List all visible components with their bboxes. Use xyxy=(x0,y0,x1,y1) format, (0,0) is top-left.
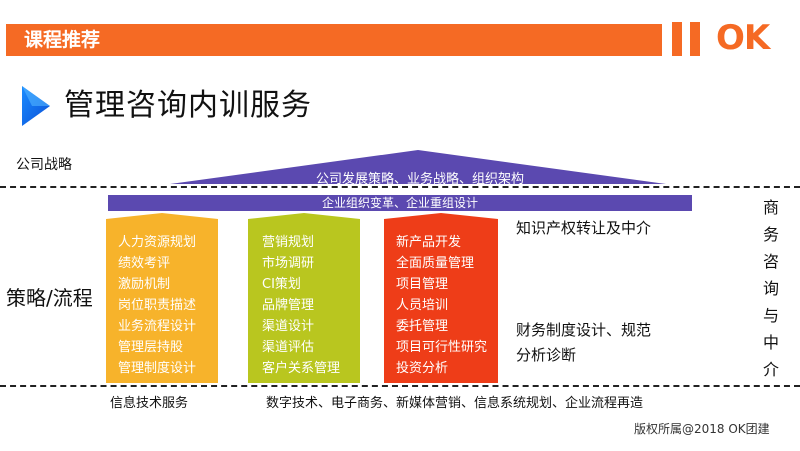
header-bar xyxy=(6,24,662,56)
vertical-char: 与 xyxy=(762,306,779,325)
strategy-label: 公司战略 xyxy=(16,157,72,173)
roof-text: 公司发展策略、业务战略、组织架构 xyxy=(315,172,524,187)
list-item: 管理层持股 xyxy=(118,340,184,355)
list-item: 委托管理 xyxy=(396,319,449,334)
pillar-product-list: 新产品开发 全面质量管理 项目管理 人员培训 委托管理 项目可行性研究 投资分析 xyxy=(396,232,487,379)
list-item: 岗位职责描述 xyxy=(118,298,197,313)
list-item: 客户关系管理 xyxy=(262,361,341,376)
list-item: 激励机制 xyxy=(118,277,171,292)
list-item: 投资分析 xyxy=(396,361,449,376)
finance-text-1: 财务制度设计、规范 xyxy=(516,321,652,339)
vertical-char: 中 xyxy=(762,333,779,352)
roof-shape xyxy=(170,150,666,184)
vertical-char: 介 xyxy=(762,360,779,379)
finance-text-2: 分析诊断 xyxy=(516,346,577,364)
list-item: 品牌管理 xyxy=(262,298,315,313)
list-item: 全面质量管理 xyxy=(396,256,475,271)
list-item: CI策划 xyxy=(262,277,301,292)
list-item: 渠道评估 xyxy=(262,340,315,355)
ip-text: 知识产权转让及中介 xyxy=(516,219,652,237)
list-item: 管理制度设计 xyxy=(118,361,197,376)
header-title: 课程推荐 xyxy=(24,29,101,51)
list-item: 新产品开发 xyxy=(396,235,462,250)
strategy-process-label: 策略/流程 xyxy=(6,286,93,310)
vertical-char: 商 xyxy=(762,198,779,217)
pillar-hr-list: 人力资源规划 绩效考评 激励机制 岗位职责描述 业务流程设计 管理层持股 管理制… xyxy=(118,232,196,379)
ok-logo: OK xyxy=(716,18,770,58)
list-item: 项目可行性研究 xyxy=(396,340,488,355)
copyright: 版权所属@2018 OK团建 xyxy=(634,422,770,436)
org-text: 企业组织变革、企业重组设计 xyxy=(321,196,478,210)
vertical-char: 咨 xyxy=(762,252,779,271)
pillar-marketing-shape xyxy=(248,213,360,383)
pillar-hr-shape xyxy=(106,213,218,383)
divider-bottom xyxy=(0,385,800,387)
list-item: 渠道设计 xyxy=(262,319,315,334)
list-item: 业务流程设计 xyxy=(118,319,197,334)
list-item: 人力资源规划 xyxy=(118,235,197,250)
org-bar xyxy=(108,195,692,211)
pillar-marketing-list: 营销规划 市场调研 CI策划 品牌管理 渠道设计 渠道评估 客户关系管理 xyxy=(262,232,340,379)
vertical-business-label: 商 务 咨 询 与 中 介 xyxy=(760,194,782,383)
footer-it-services: 信息技术服务 xyxy=(110,396,189,411)
footer-tech-list: 数字技术、电子商务、新媒体营销、信息系统规划、企业流程再造 xyxy=(266,396,644,411)
list-item: 绩效考评 xyxy=(118,256,171,271)
logo-bar-2 xyxy=(690,22,700,56)
logo-bar-1 xyxy=(672,22,682,56)
vertical-char: 务 xyxy=(762,225,779,244)
list-item: 人员培训 xyxy=(396,298,449,313)
list-item: 市场调研 xyxy=(262,256,315,271)
play-triangle-icon xyxy=(22,86,50,126)
page-title: 管理咨询内训服务 xyxy=(64,88,312,123)
pillar-product-shape xyxy=(384,213,498,383)
list-item: 营销规划 xyxy=(262,235,315,250)
list-item: 项目管理 xyxy=(396,277,449,292)
vertical-char: 询 xyxy=(762,279,779,298)
divider-top xyxy=(0,186,800,188)
